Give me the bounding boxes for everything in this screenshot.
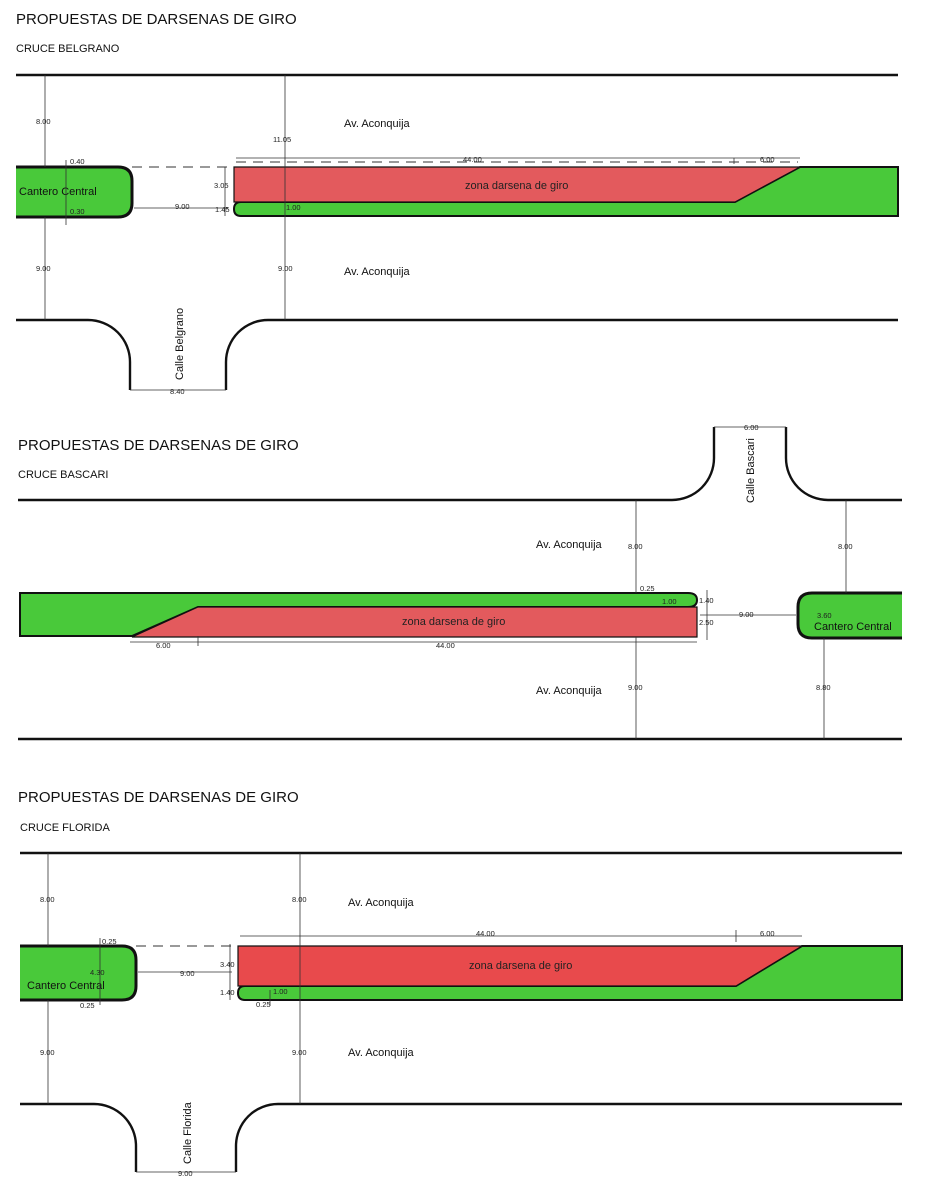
dim-label: 1.00 <box>286 203 301 212</box>
cross-street-label: Calle Belgrano <box>174 308 186 380</box>
median-left <box>20 944 138 1002</box>
dim-label: 9.00 <box>178 1169 193 1178</box>
dim-label: 3.05 <box>214 181 229 190</box>
section-title: PROPUESTAS DE DARSENAS DE GIRO <box>18 789 299 806</box>
dim-label: 4.30 <box>90 968 105 977</box>
turn-bay-zone <box>131 606 698 638</box>
section-bascari: PROPUESTAS DE DARSENAS DE GIRO CRUCE BAS… <box>18 423 902 741</box>
dim-label: 6.00 <box>156 641 171 650</box>
median-label: Cantero Central <box>19 186 97 198</box>
turn-bay-zone <box>233 166 801 203</box>
dim-label: 0.25 <box>80 1001 95 1010</box>
road-edge-bottom-left <box>20 1102 138 1172</box>
median-right <box>232 166 899 217</box>
road-edge-bottom-left <box>16 318 132 390</box>
dim-label: 1.40 <box>699 596 714 605</box>
median-right <box>796 591 902 640</box>
median-label: Cantero Central <box>27 980 105 992</box>
dim-label: 6.00 <box>760 929 775 938</box>
zone-label: zona darsena de giro <box>469 960 572 972</box>
zone-label: zona darsena de giro <box>465 180 568 192</box>
dim-label: 11.05 <box>273 135 291 144</box>
dim-label: 6.00 <box>744 423 759 432</box>
dim-label: 1.00 <box>273 987 288 996</box>
median-label: Cantero Central <box>814 621 892 633</box>
street-label-upper: Av. Aconquija <box>344 118 411 130</box>
dim-label: 44.00 <box>436 641 455 650</box>
dim-label: 9.00 <box>292 1048 307 1057</box>
dim-label: 6.00 <box>760 155 775 164</box>
zone-label: zona darsena de giro <box>402 616 505 628</box>
road-edge-bottom-right <box>234 1102 902 1172</box>
section-title: PROPUESTAS DE DARSENAS DE GIRO <box>16 11 297 28</box>
dim-label: 0.25 <box>102 937 117 946</box>
street-label-upper: Av. Aconquija <box>536 539 603 551</box>
dim-label: 3.40 <box>220 960 235 969</box>
dim-label: 8.40 <box>170 387 185 396</box>
street-label-lower: Av. Aconquija <box>348 1047 415 1059</box>
dim-label: 9.00 <box>278 264 293 273</box>
road-edge-bottom-right <box>224 318 898 390</box>
dim-label: 9.00 <box>739 610 754 619</box>
cross-street-label: Calle Florida <box>182 1101 194 1164</box>
section-florida: PROPUESTAS DE DARSENAS DE GIRO CRUCE FLO… <box>18 789 903 1178</box>
dim-label: 0.25 <box>640 584 655 593</box>
section-subtitle: CRUCE BELGRANO <box>16 43 120 55</box>
turn-bay-zone <box>237 945 805 987</box>
dim-label: 9.00 <box>175 202 190 211</box>
dim-label: 9.00 <box>628 683 643 692</box>
section-subtitle: CRUCE BASCARI <box>18 469 108 481</box>
dim-label: 8.00 <box>36 117 51 126</box>
dim-label: 2.50 <box>699 618 714 627</box>
street-label-lower: Av. Aconquija <box>536 685 603 697</box>
dim-label: 3.60 <box>817 611 832 620</box>
dim-label: 0.40 <box>70 157 85 166</box>
dim-label: 9.00 <box>36 264 51 273</box>
dim-label: 8.00 <box>628 542 643 551</box>
dim-label: 1.40 <box>220 988 235 997</box>
dim-label: 8.00 <box>40 895 55 904</box>
section-belgrano: PROPUESTAS DE DARSENAS DE GIRO CRUCE BEL… <box>16 11 899 396</box>
dim-label: 44.00 <box>476 929 495 938</box>
road-edge-top-left <box>18 427 716 502</box>
dim-label: 1.00 <box>662 597 677 606</box>
dim-label: 1.45 <box>215 205 230 214</box>
street-label-upper: Av. Aconquija <box>348 897 415 909</box>
dim-label: 9.00 <box>180 969 195 978</box>
dim-label: 8.80 <box>816 683 831 692</box>
median-left <box>16 165 134 219</box>
section-title: PROPUESTAS DE DARSENAS DE GIRO <box>18 437 299 454</box>
dim-label: 44.00 <box>463 155 482 164</box>
section-subtitle: CRUCE FLORIDA <box>20 822 111 834</box>
street-label-lower: Av. Aconquija <box>344 266 411 278</box>
dim-label: 0.25 <box>256 1000 271 1009</box>
road-edge-top-right <box>784 427 902 502</box>
dim-label: 9.00 <box>40 1048 55 1057</box>
dim-label: 8.00 <box>292 895 307 904</box>
dim-label: 0.30 <box>70 207 85 216</box>
dim-label: 8.00 <box>838 542 853 551</box>
cross-street-label: Calle Bascari <box>745 438 757 503</box>
